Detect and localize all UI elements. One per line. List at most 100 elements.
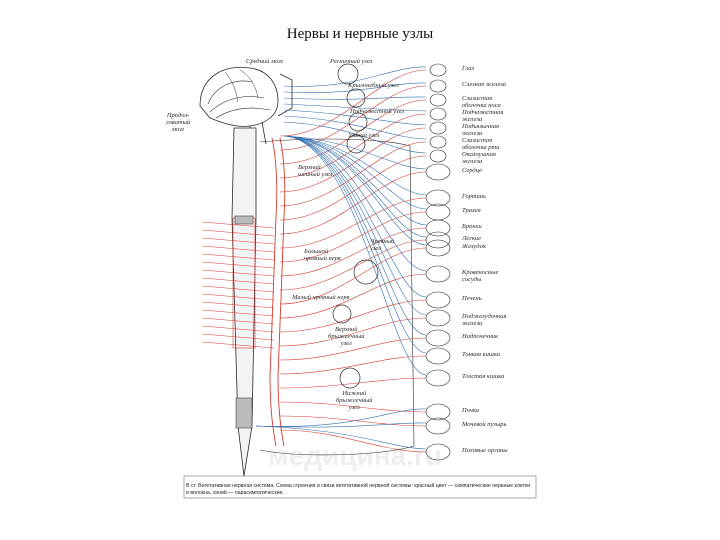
organ-label-18: Тонкая кишка: [462, 351, 500, 358]
parasympathetic-nerve-1: [283, 66, 427, 87]
sympathetic-nerve-8: [279, 171, 427, 235]
organ-label-11: Бронхи: [462, 223, 482, 230]
sympathetic-nerve-15: [279, 299, 427, 333]
sympathetic-nerve-12: [279, 239, 427, 291]
spinal-nerve-root: [201, 309, 275, 317]
spinal-nerve-root: [201, 333, 275, 341]
label-pterygopalatine-ganglion: Крылонебный узел: [348, 82, 399, 89]
sympathetic-nerve-9: [279, 197, 427, 249]
organ-label-20: Почка: [462, 407, 480, 414]
parasympathetic-nerve-3: [283, 96, 427, 100]
sympathetic-nerve-10: [279, 211, 427, 263]
organ-sketch-15: [425, 291, 451, 309]
sympathetic-nerve-5: [279, 127, 427, 193]
organ-label-14: Кровеносные сосуды: [462, 269, 499, 283]
parasympathetic-nerve-20: [255, 408, 427, 427]
spinal-nerve-root: [201, 237, 275, 245]
organ-label-8: Сердце: [462, 167, 483, 174]
organ-sketch-7: [429, 149, 447, 163]
spinal-cord: [231, 127, 257, 477]
organ-sketch-17: [425, 329, 451, 347]
parasympathetic-nerve-7: [283, 121, 427, 154]
label-ciliary-ganglion: Ресничный узел: [330, 58, 373, 65]
organ-label-9: Гортань: [462, 193, 486, 200]
label-lesser-splanchnic-nerve: Малый чревный нерв: [292, 294, 350, 301]
organ-label-22: Половые органы: [462, 447, 508, 454]
caption-frame: [183, 475, 537, 499]
spinal-nerve-root: [201, 221, 275, 229]
organ-sketch-13: [425, 239, 451, 257]
parasympathetic-nerve-11: [283, 135, 427, 226]
parasympathetic-nerve-16: [283, 135, 427, 316]
organ-label-1: Глаз: [462, 65, 475, 72]
sympathetic-nerve-14: [279, 273, 427, 319]
nerve-lines: [201, 66, 427, 453]
parasympathetic-nerve-21: [255, 422, 427, 428]
sympathetic-nerve-4: [279, 113, 427, 179]
figure-drawing: [183, 63, 537, 499]
spinal-nerve-root: [201, 269, 275, 277]
sympathetic-nerve-17: [279, 337, 427, 361]
parasympathetic-nerve-6: [283, 115, 427, 140]
organ-sketch-20: [425, 403, 451, 421]
spinal-nerve-root: [201, 229, 275, 237]
organ-label-13: Желудок: [462, 243, 486, 250]
organ-sketch-12: [425, 231, 451, 249]
organ-sketch-9: [425, 189, 451, 207]
sympathetic-nerve-20: [279, 401, 427, 413]
organ-sketch-21: [425, 417, 451, 435]
sympathetic-nerve-1: [279, 69, 427, 137]
organ-sketch-16: [425, 309, 451, 327]
label-otic-ganglion: Ушной узел: [348, 132, 380, 139]
organ-sketch-3: [429, 93, 447, 107]
label-medulla: Продол- говатый мозг: [166, 112, 191, 133]
parasympathetic-nerve-9: [283, 135, 427, 196]
label-midbrain: Средний мозг: [246, 58, 284, 65]
spinal-nerve-root: [201, 261, 275, 269]
organ-label-2: Слезная железа: [462, 81, 507, 88]
spinal-nerve-root: [201, 285, 275, 293]
organ-label-12: Легкие: [462, 235, 481, 242]
organ-label-4: Подчелюстная железа: [462, 109, 504, 123]
organ-sketch-5: [429, 121, 447, 135]
organ-label-3: Слизистая оболочка носа: [462, 95, 501, 109]
organ-sketch-6: [429, 135, 447, 149]
sympathetic-nerve-3: [279, 99, 427, 165]
organ-sketch-1: [429, 63, 447, 77]
parasympathetic-nerve-10: [283, 135, 427, 210]
spinal-nerve-root: [201, 277, 275, 285]
organ-label-19: Толстая кишка: [462, 373, 505, 380]
spinal-nerve-root: [201, 245, 275, 253]
ganglion-circles: [332, 63, 379, 389]
parasympathetic-nerve-8: [283, 135, 427, 170]
parasympathetic-nerve-19: [283, 135, 427, 376]
organ-sketch-19: [425, 369, 451, 387]
parasympathetic-nerve-18: [283, 135, 427, 354]
label-submandibular-ganglion: Подчелюстной узел: [350, 108, 405, 115]
sympathetic-nerve-21: [279, 415, 427, 427]
sympathetic-nerve-11: [279, 227, 427, 277]
sympathetic-nerve-19: [279, 377, 427, 389]
organ-sketch-8: [425, 163, 451, 181]
organ-sketch-10: [425, 203, 451, 221]
parasympathetic-nerve-22: [255, 425, 427, 450]
organ-sketch-4: [429, 107, 447, 121]
organ-sketch-14: [425, 265, 451, 283]
organ-label-6: Слизистая оболочка рта: [462, 137, 500, 151]
organ-label-7: Околоушная железа: [462, 151, 496, 165]
parasympathetic-nerve-15: [283, 135, 427, 298]
label-inferior-mesenteric-ganglion: Нижний брыжеечный узел: [336, 390, 373, 411]
sympathetic-nerve-13: [279, 247, 427, 305]
sympathetic-nerve-18: [279, 355, 427, 375]
organ-label-15: Печень: [462, 295, 482, 302]
organ-sketch-18: [425, 347, 451, 365]
organ-sketch-2: [429, 79, 447, 93]
autonomic-nervous-system-figure: Средний мозг Продол- говатый мозг Реснич…: [166, 46, 540, 500]
sympathetic-nerve-16: [279, 317, 427, 347]
parasympathetic-nerve-17: [283, 135, 427, 336]
organ-label-5: Подъязычная железа: [462, 123, 499, 137]
parasympathetic-nerve-12: [283, 135, 427, 238]
organ-label-21: Мочевой пузырь: [462, 421, 507, 428]
sympathetic-nerve-2: [279, 85, 427, 151]
organ-label-17: Надпочечник: [462, 333, 499, 340]
